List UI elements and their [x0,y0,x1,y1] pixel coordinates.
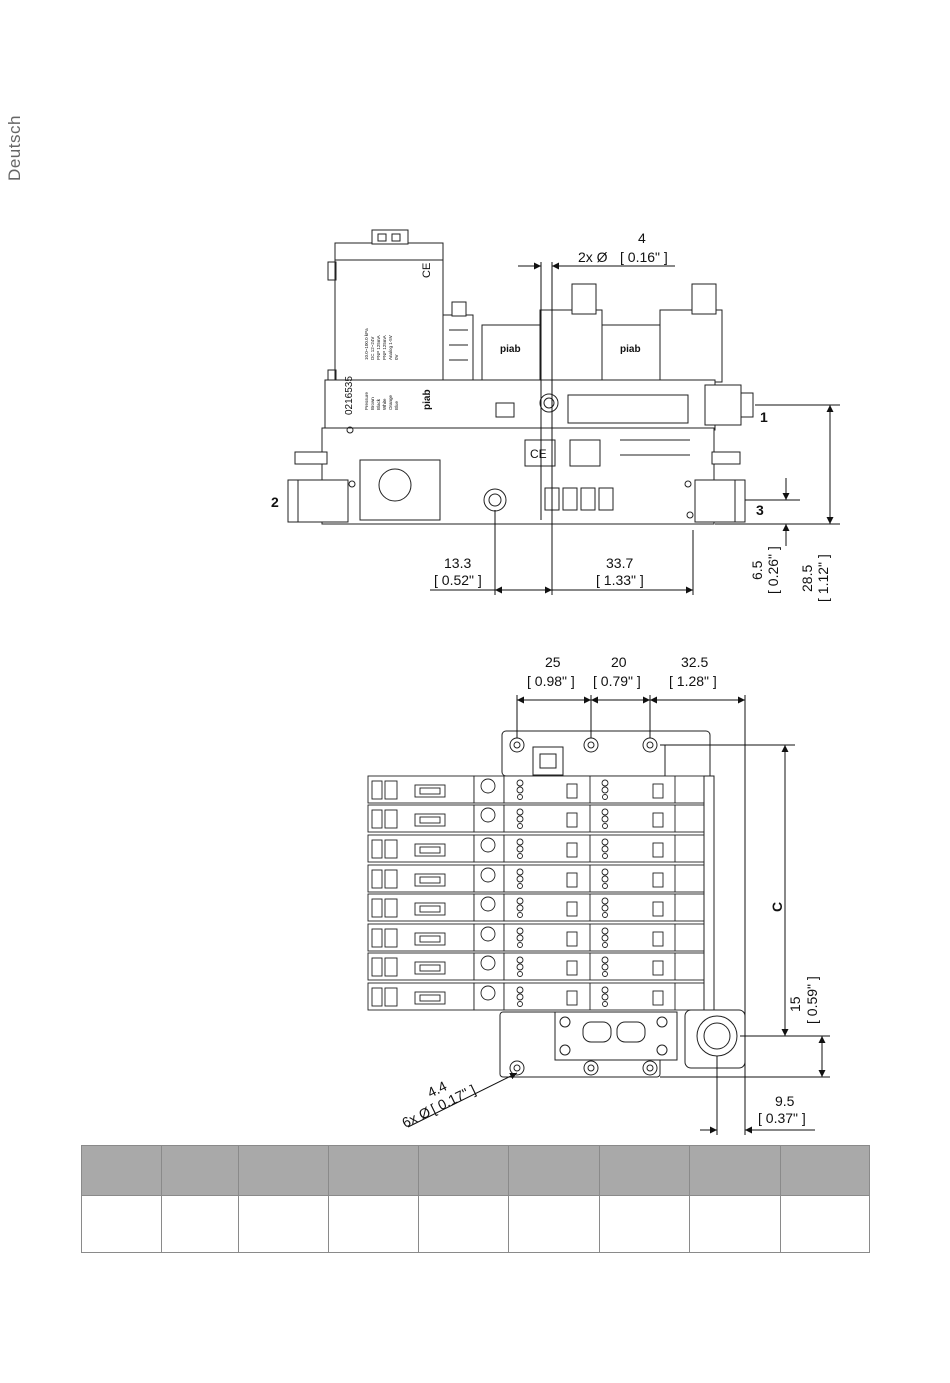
sensor-brand-logo: piab [422,389,433,410]
svg-text:PNP 125mA: PNP 125mA [376,335,381,360]
side-dim-b-inch: [ 0.79" ] [593,673,641,689]
header-cell [507,1145,600,1196]
valve-coil-1 [481,324,543,381]
svg-text:PNP 125mA: PNP 125mA [382,335,387,360]
side-port-offset-value: 9.5 [775,1093,795,1109]
side-hole-dim-prefix: 6x Ø [399,1103,433,1130]
header-cell [688,1145,781,1196]
side-dim-c-value: 32.5 [681,654,708,670]
sensor-part-number: 0216535 [344,376,355,415]
table-cell [238,1195,330,1253]
base-plate [321,427,715,525]
side-dim-a-inch: [ 0.98" ] [527,673,575,689]
spec-table-header-row [80,1145,871,1196]
dim-left-value: 13.3 [444,555,471,571]
svg-text:Pressure: Pressure [364,391,369,410]
dim-right-inch: [ 1.33" ] [596,572,644,588]
table-cell [80,1195,163,1253]
header-cell [328,1145,420,1196]
hole-dim-prefix: 2x Ø [578,249,608,265]
header-cell [418,1145,509,1196]
table-cell [507,1195,600,1253]
manifold-body [324,379,716,431]
coil1-brand: piab [500,344,521,355]
top-view-drawing: 0216535 Pressure Brown Black White Orang… [271,229,840,602]
svg-text:Analog 1-5V: Analog 1-5V [388,335,393,360]
side-dim-b-value: 20 [611,654,627,670]
hole-dim-inch: [ 0.16" ] [620,249,668,265]
header-cell [779,1145,871,1196]
side-bottom-offset-inch: [ 0.59" ] [804,976,820,1024]
svg-text:Brown: Brown [370,397,375,410]
side-hole-dim-value: 4.4 [425,1078,450,1101]
dim-right-value: 33.7 [606,555,633,571]
table-cell [418,1195,509,1253]
side-bottom-offset-value: 15 [787,996,803,1012]
port-callout-2: 2 [271,494,279,510]
svg-text:0V: 0V [394,354,399,360]
dim-port3-inch: [ 0.26" ] [765,546,781,594]
dim-port1-value: 28.5 [799,565,815,592]
port-callout-1: 1 [760,409,768,425]
base-ce-mark: CE [530,447,547,461]
side-port-offset-inch: [ 0.37" ] [758,1110,806,1126]
dim-left-inch: [ 0.52" ] [434,572,482,588]
side-dim-c-inch: [ 1.28" ] [669,673,717,689]
spec-table-row [80,1195,871,1253]
table-cell [688,1195,781,1253]
side-dim-a-value: 25 [545,654,561,670]
svg-text:Black: Black [376,398,381,410]
coil2-brand: piab [620,344,641,355]
header-cell [80,1145,163,1196]
table-cell [328,1195,420,1253]
side-view-drawing: 25 [ 0.98" ] 20 [ 0.79" ] 32.5 [ 1.28" ]… [367,654,830,1135]
svg-text:Orange: Orange [388,394,393,410]
hole-dim-value: 4 [638,230,646,246]
svg-text:DC 12~24V: DC 12~24V [370,337,375,360]
table-cell [779,1195,871,1253]
dim-port3-value: 6.5 [749,560,765,580]
table-cell [598,1195,690,1253]
svg-text:10.0~100.0 kPa: 10.0~100.0 kPa [364,328,369,360]
height-dim-c-label: C [769,902,785,912]
table-cell [161,1195,240,1253]
header-cell [598,1145,690,1196]
sensor-ce-mark: CE [421,263,433,278]
header-cell [238,1145,330,1196]
dim-port1-inch: [ 1.12" ] [815,554,831,602]
svg-text:White: White [382,398,387,410]
port-callout-3: 3 [756,502,764,518]
svg-text:Blue: Blue [394,400,399,410]
spec-table [80,1145,871,1253]
header-cell [161,1145,240,1196]
